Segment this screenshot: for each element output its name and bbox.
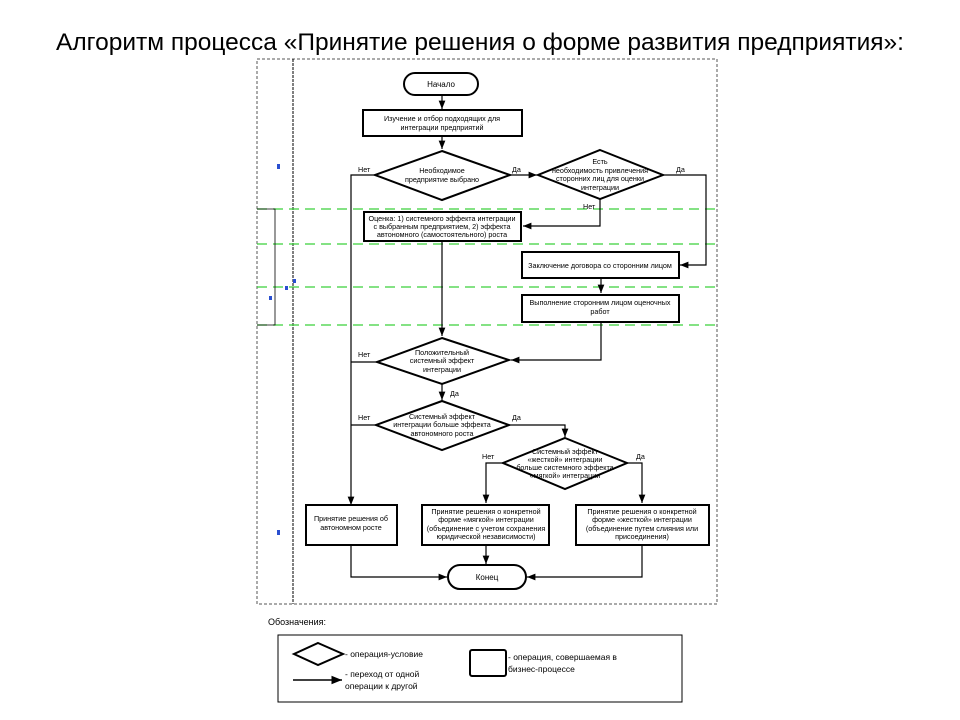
legend-box xyxy=(277,634,683,703)
no-label-need-third: Нет xyxy=(583,202,596,211)
legend-condition-label: - операция-условие xyxy=(345,649,423,659)
contract-box xyxy=(521,251,680,279)
connectors xyxy=(347,95,707,581)
assessment-label-2: с выбранным предприятием, 2) эффекта xyxy=(373,222,510,231)
no-label-greater: Нет xyxy=(358,413,371,422)
third-work-label-1: Выполнение сторонним лицом оценочных xyxy=(529,298,670,307)
legend-operation-label-1: - операция, совершаемая в xyxy=(508,652,617,662)
selected-decision xyxy=(372,149,513,202)
assessment-label-3: автономного (самостоятельного) роста xyxy=(377,230,507,239)
hard-greater-label-3: больше системного эффекта xyxy=(516,463,613,472)
positive-decision xyxy=(374,336,513,386)
assessment-label-1: Оценка: 1) системного эффекта интеграции xyxy=(369,214,516,223)
greater-decision xyxy=(373,399,512,452)
legend-transition-label-1: - переход от одной xyxy=(345,669,420,679)
yes-label-greater: Да xyxy=(512,413,521,422)
hard-label-3: (объединение путем слияния или xyxy=(586,524,698,533)
yes-label-hard-greater: Да xyxy=(636,452,645,461)
hard-label-1: Принятие решения о конкретной xyxy=(587,507,696,516)
greater-label-1: Системный эффект xyxy=(409,412,476,421)
soft-label-2: форме «мягкой» интеграции xyxy=(438,515,533,524)
third-work-box xyxy=(521,294,680,323)
legend: Обозначения: - операция-условие - перехо… xyxy=(268,617,683,703)
positive-label-3: интеграции xyxy=(423,365,461,374)
no-label-positive: Нет xyxy=(358,350,371,359)
legend-transition-label-2: операции к другой xyxy=(345,681,418,691)
need-third-label-2: необходимость привлечения xyxy=(552,166,648,175)
positive-label-1: Положительный xyxy=(415,348,469,357)
start-label: Начало xyxy=(427,80,455,89)
slide-title: Алгоритм процесса «Принятие решения о фо… xyxy=(56,29,904,56)
assessment-box xyxy=(363,211,522,242)
start-terminal xyxy=(403,72,479,96)
no-label-hard-greater: Нет xyxy=(482,452,495,461)
autonomous-box xyxy=(305,504,398,546)
end-label: Конец xyxy=(476,573,499,582)
need-third-label-3: сторонних лиц для оценки xyxy=(556,174,644,183)
autonomous-label-1: Принятие решения об xyxy=(314,514,388,523)
greater-label-2: интеграции больше эффекта xyxy=(393,420,491,429)
third-work-label-2: работ xyxy=(590,307,610,316)
selected-label-2: предприятие выбрано xyxy=(405,175,479,184)
lane-separators xyxy=(257,208,717,326)
hard-greater-label-2: «жесткой» интеграции xyxy=(528,455,603,464)
need-third-label-1: Есть xyxy=(592,157,608,166)
legend-condition-icon xyxy=(291,641,346,667)
soft-label-3: (объединение с учетом сохранения xyxy=(427,524,546,533)
soft-label-1: Принятие решения о конкретной xyxy=(431,507,540,516)
lane-bracket xyxy=(257,208,276,326)
swimlane-frame xyxy=(256,58,718,605)
legend-operation-icon xyxy=(469,649,507,677)
greater-label-3: автономного роста xyxy=(411,429,474,438)
legend-operation-label-2: бизнес-процессе xyxy=(508,664,575,674)
autonomous-label-2: автономном росте xyxy=(320,523,381,532)
hard-label-2: форме «жесткой» интеграции xyxy=(592,515,692,524)
soft-box xyxy=(421,504,550,546)
yes-label-selected: Да xyxy=(512,165,521,174)
lane-markers xyxy=(269,164,296,535)
positive-label-2: системный эффект xyxy=(410,356,475,365)
end-terminal xyxy=(447,564,527,590)
hard-greater-decision xyxy=(500,436,630,491)
hard-label-4: присоединения) xyxy=(615,532,669,541)
contract-label: Заключение договора со сторонним лицом xyxy=(528,261,672,270)
soft-label-4: юридической независимости) xyxy=(437,532,536,541)
yes-label-positive: Да xyxy=(450,389,459,398)
no-label-selected: Нет xyxy=(358,165,371,174)
selected-label-1: Необходимое xyxy=(419,166,465,175)
yes-label-need-third: Да xyxy=(676,165,685,174)
legend-title: Обозначения: xyxy=(268,617,326,627)
hard-greater-label-4: «мягкой» интеграции xyxy=(530,471,601,480)
study-label-1: Изучение и отбор подходящих для xyxy=(384,114,500,123)
study-box xyxy=(362,109,523,137)
study-label-2: интеграции предприятий xyxy=(401,123,484,132)
hard-box xyxy=(575,504,710,546)
need-third-label-4: интеграции xyxy=(581,183,619,192)
need-third-decision xyxy=(535,148,666,201)
hard-greater-label-1: Системный эффект xyxy=(532,447,599,456)
